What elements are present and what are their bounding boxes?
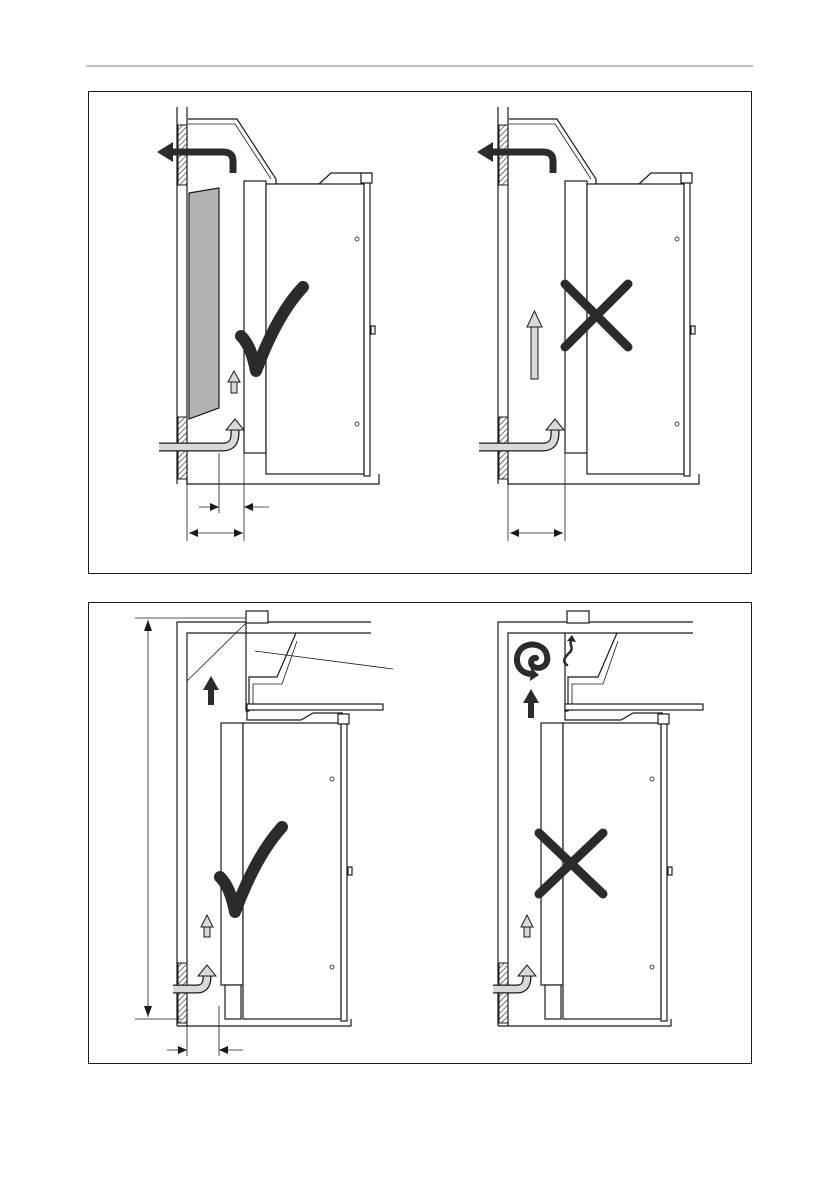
floor-line <box>508 474 699 484</box>
heater-back-plate <box>221 723 243 985</box>
installation-diagram-top <box>88 91 752 574</box>
heater-top-cap <box>338 714 349 724</box>
heater-front-panel <box>684 181 690 476</box>
dimension-arrowhead <box>510 529 519 537</box>
arrow-up-icon <box>527 311 542 379</box>
airflow-out-arrowhead <box>157 142 173 162</box>
dimension-arrowhead <box>219 1046 228 1054</box>
heater-front-panel <box>661 723 667 1021</box>
arrow-up-icon <box>201 915 213 937</box>
heater-top-cap <box>658 714 669 724</box>
dimension-arrowhead <box>244 503 253 511</box>
shelf <box>247 704 383 710</box>
hood-bottom <box>247 710 343 720</box>
recirculation-icon <box>517 645 547 681</box>
dimension-arrowhead <box>189 529 198 537</box>
heater-body <box>587 184 684 474</box>
hood-inner-line <box>572 641 618 711</box>
heater-knob <box>348 867 352 875</box>
heater-front-panel <box>341 723 347 1021</box>
arrow-up-icon <box>523 689 539 718</box>
hood-outline <box>246 623 296 711</box>
airflow-in-arrow <box>479 427 555 447</box>
dimension-arrowhead <box>144 620 152 631</box>
leader-line <box>255 651 393 669</box>
arrow-up-icon <box>228 371 240 393</box>
heater-knob <box>371 326 375 334</box>
airflow-in-arrowhead <box>226 419 244 430</box>
installation-diagram-bottom <box>88 602 752 1064</box>
turbulence-icon <box>564 635 576 665</box>
insulation-panel <box>189 188 219 419</box>
heater-foot <box>225 985 241 1019</box>
heater-foot <box>545 985 561 1019</box>
airflow-in-arrowhead <box>198 965 216 976</box>
airflow-in-arrowhead <box>546 419 564 430</box>
scene-cabinet-blocked-vent <box>493 611 703 1026</box>
arrow-up-icon <box>521 915 533 937</box>
heater-front-panel <box>364 181 370 476</box>
ceiling-vent-cap <box>567 611 589 623</box>
arrow-up-icon <box>203 676 219 705</box>
dimension-arrowhead <box>234 529 243 537</box>
ceiling-vent-cap <box>246 611 268 623</box>
heater-back-plate <box>565 181 587 453</box>
hood-outline <box>565 633 617 711</box>
heater-top-cap <box>681 173 692 183</box>
dimension-arrowhead <box>178 1046 187 1054</box>
airflow-in-arrow <box>159 427 235 447</box>
diagram-top-svg <box>89 92 753 575</box>
diagram-bottom-svg <box>89 603 753 1065</box>
scene-recess-without-panel <box>477 107 699 541</box>
floor-line <box>187 474 379 484</box>
airflow-out-arrowhead <box>477 142 493 162</box>
airflow-in-arrowhead <box>518 965 536 976</box>
shelf <box>565 704 703 710</box>
ceiling-diagonal-line <box>187 623 246 681</box>
heater-knob <box>691 326 695 334</box>
scene-recess-with-panel <box>157 107 379 541</box>
heater-back-plate <box>244 181 266 453</box>
heater-top-cap <box>361 173 372 183</box>
dimension-arrowhead <box>210 503 219 511</box>
header-rule <box>86 65 753 67</box>
floor-line <box>498 1019 671 1026</box>
dimension-arrowhead <box>554 529 563 537</box>
heater-knob <box>668 867 672 875</box>
hood-bottom <box>565 710 663 720</box>
scene-cabinet-with-vent <box>135 611 393 1056</box>
dimension-arrowhead <box>144 1006 152 1017</box>
floor-line <box>177 1019 351 1026</box>
